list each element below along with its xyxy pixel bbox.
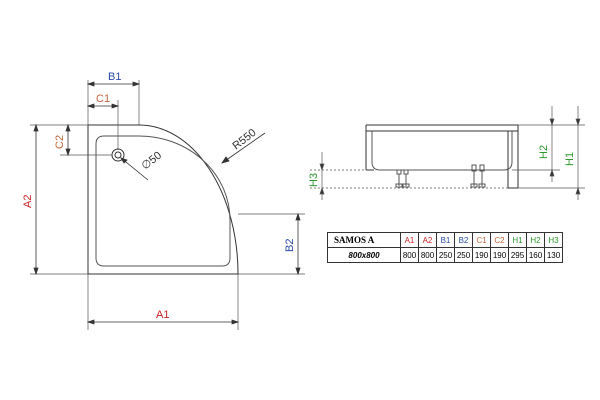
label-radius: R550 xyxy=(230,127,258,153)
value-a2: 800 xyxy=(418,247,437,263)
dimension-lines xyxy=(33,81,301,325)
header-h2: H2 xyxy=(526,232,545,248)
value-b2: 250 xyxy=(454,247,473,263)
label-b2: B2 xyxy=(284,239,296,252)
label-h3: H3 xyxy=(308,173,320,187)
label-c2: C2 xyxy=(54,135,66,149)
extension-lines xyxy=(30,80,305,330)
model-size: 800x800 xyxy=(327,247,401,263)
header-h1: H1 xyxy=(508,232,527,248)
label-h2: H2 xyxy=(538,145,550,159)
header-b2: B2 xyxy=(454,232,473,248)
tray-top-view xyxy=(87,124,239,275)
tray-inner-outline xyxy=(95,135,231,267)
foot-right xyxy=(470,164,486,188)
value-a1: 800 xyxy=(400,247,419,263)
value-b1: 250 xyxy=(436,247,455,263)
tray-outer-outline xyxy=(87,124,239,275)
spec-table: SAMOS A A1 A2 B1 B2 C1 C2 H1 H2 H3 800x8… xyxy=(327,232,563,263)
label-h1: H1 xyxy=(564,152,576,166)
label-a2: A2 xyxy=(22,195,34,208)
header-c2: C2 xyxy=(490,232,509,248)
value-h1: 295 xyxy=(508,247,527,263)
value-h2: 160 xyxy=(526,247,545,263)
header-c1: C1 xyxy=(472,232,491,248)
side-dimension-lines xyxy=(310,106,585,200)
spec-table-header-row: SAMOS A A1 A2 B1 B2 C1 C2 H1 H2 H3 xyxy=(327,232,563,248)
value-h3: 130 xyxy=(544,247,563,263)
tray-side-view xyxy=(365,124,519,189)
model-name: SAMOS A xyxy=(327,232,401,248)
label-b1: B1 xyxy=(108,71,121,83)
value-c1: 190 xyxy=(472,247,491,263)
drain-inner xyxy=(114,151,122,159)
spec-table-value-row: 800x800 800 800 250 250 190 190 295 160 … xyxy=(327,247,563,263)
header-b1: B1 xyxy=(436,232,455,248)
value-c2: 190 xyxy=(490,247,509,263)
label-c1: C1 xyxy=(96,93,110,105)
header-a1: A1 xyxy=(400,232,419,248)
header-h3: H3 xyxy=(544,232,563,248)
header-a2: A2 xyxy=(418,232,437,248)
label-a1: A1 xyxy=(156,309,169,321)
foot-left xyxy=(395,169,410,188)
label-drain-diameter: ∅50 xyxy=(139,149,164,172)
radius-leader xyxy=(221,132,266,164)
